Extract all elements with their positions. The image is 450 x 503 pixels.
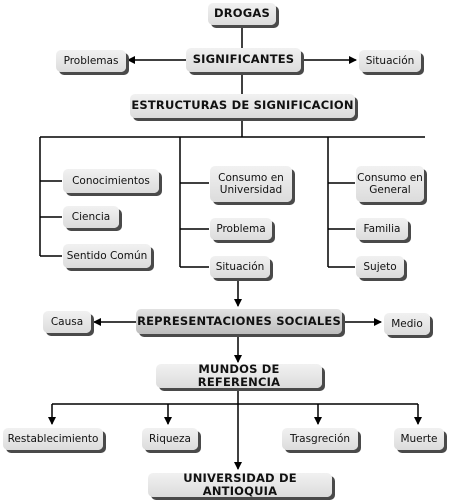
node-situacion-mid: Situación xyxy=(210,256,270,278)
node-familia: Familia xyxy=(356,218,408,240)
node-drogas: DROGAS xyxy=(208,3,276,25)
node-problemas: Problemas xyxy=(56,50,126,72)
node-sentido-comun: Sentido Común xyxy=(63,244,151,268)
node-significantes: SIGNIFICANTES xyxy=(186,48,301,72)
node-ciencia: Ciencia xyxy=(63,206,119,228)
node-sujeto: Sujeto xyxy=(356,256,404,278)
node-mundos: MUNDOS DE REFERENCIA xyxy=(156,362,322,389)
node-restablecimiento: Restablecimiento xyxy=(3,428,103,450)
node-problema: Problema xyxy=(210,218,272,240)
node-situacion-top: Situación xyxy=(359,50,421,72)
node-muerte: Muerte xyxy=(394,428,444,450)
node-conocimientos: Conocimientos xyxy=(63,169,159,193)
node-riqueza: Riqueza xyxy=(142,428,198,450)
node-estructuras: ESTRUCTURAS DE SIGNIFICACION xyxy=(130,94,355,118)
node-medio: Medio xyxy=(384,313,430,335)
node-universidad: UNIVERSIDAD DE ANTIOQUIA xyxy=(148,471,332,498)
node-causa: Causa xyxy=(43,311,91,333)
node-consumo-general: Consumo en General xyxy=(356,166,424,202)
node-trasgrecion: Trasgreción xyxy=(282,428,358,450)
node-consumo-universidad: Consumo en Universidad xyxy=(210,166,292,202)
node-representaciones: REPRESENTACIONES SOCIALES xyxy=(136,309,342,334)
